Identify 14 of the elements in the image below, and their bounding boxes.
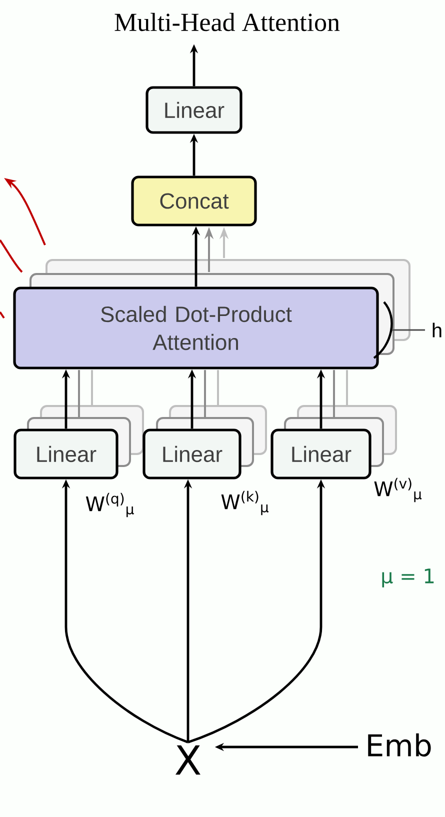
linear-box: Linear bbox=[142, 428, 242, 480]
handwritten-label: μ = 1 bbox=[382, 568, 434, 588]
title: Multi-Head Attention bbox=[114, 12, 340, 32]
linear-box: Linear bbox=[270, 428, 372, 480]
label: h bbox=[432, 322, 442, 338]
concat-box: Concat bbox=[131, 176, 257, 226]
linear-box: Linear bbox=[14, 428, 118, 480]
attention-box: Scaled Dot-Product Attention bbox=[13, 286, 379, 370]
handwritten-text: Emb bbox=[368, 733, 431, 757]
handwritten-label: W$^{(q)}$μ bbox=[86, 492, 134, 518]
handwritten-label: W$^{(v)}$μ bbox=[374, 478, 422, 502]
handwritten-text: X bbox=[176, 745, 200, 775]
linear-box: Linear bbox=[146, 86, 242, 134]
handwritten-label: W$^{(k)}$μ bbox=[221, 490, 269, 516]
